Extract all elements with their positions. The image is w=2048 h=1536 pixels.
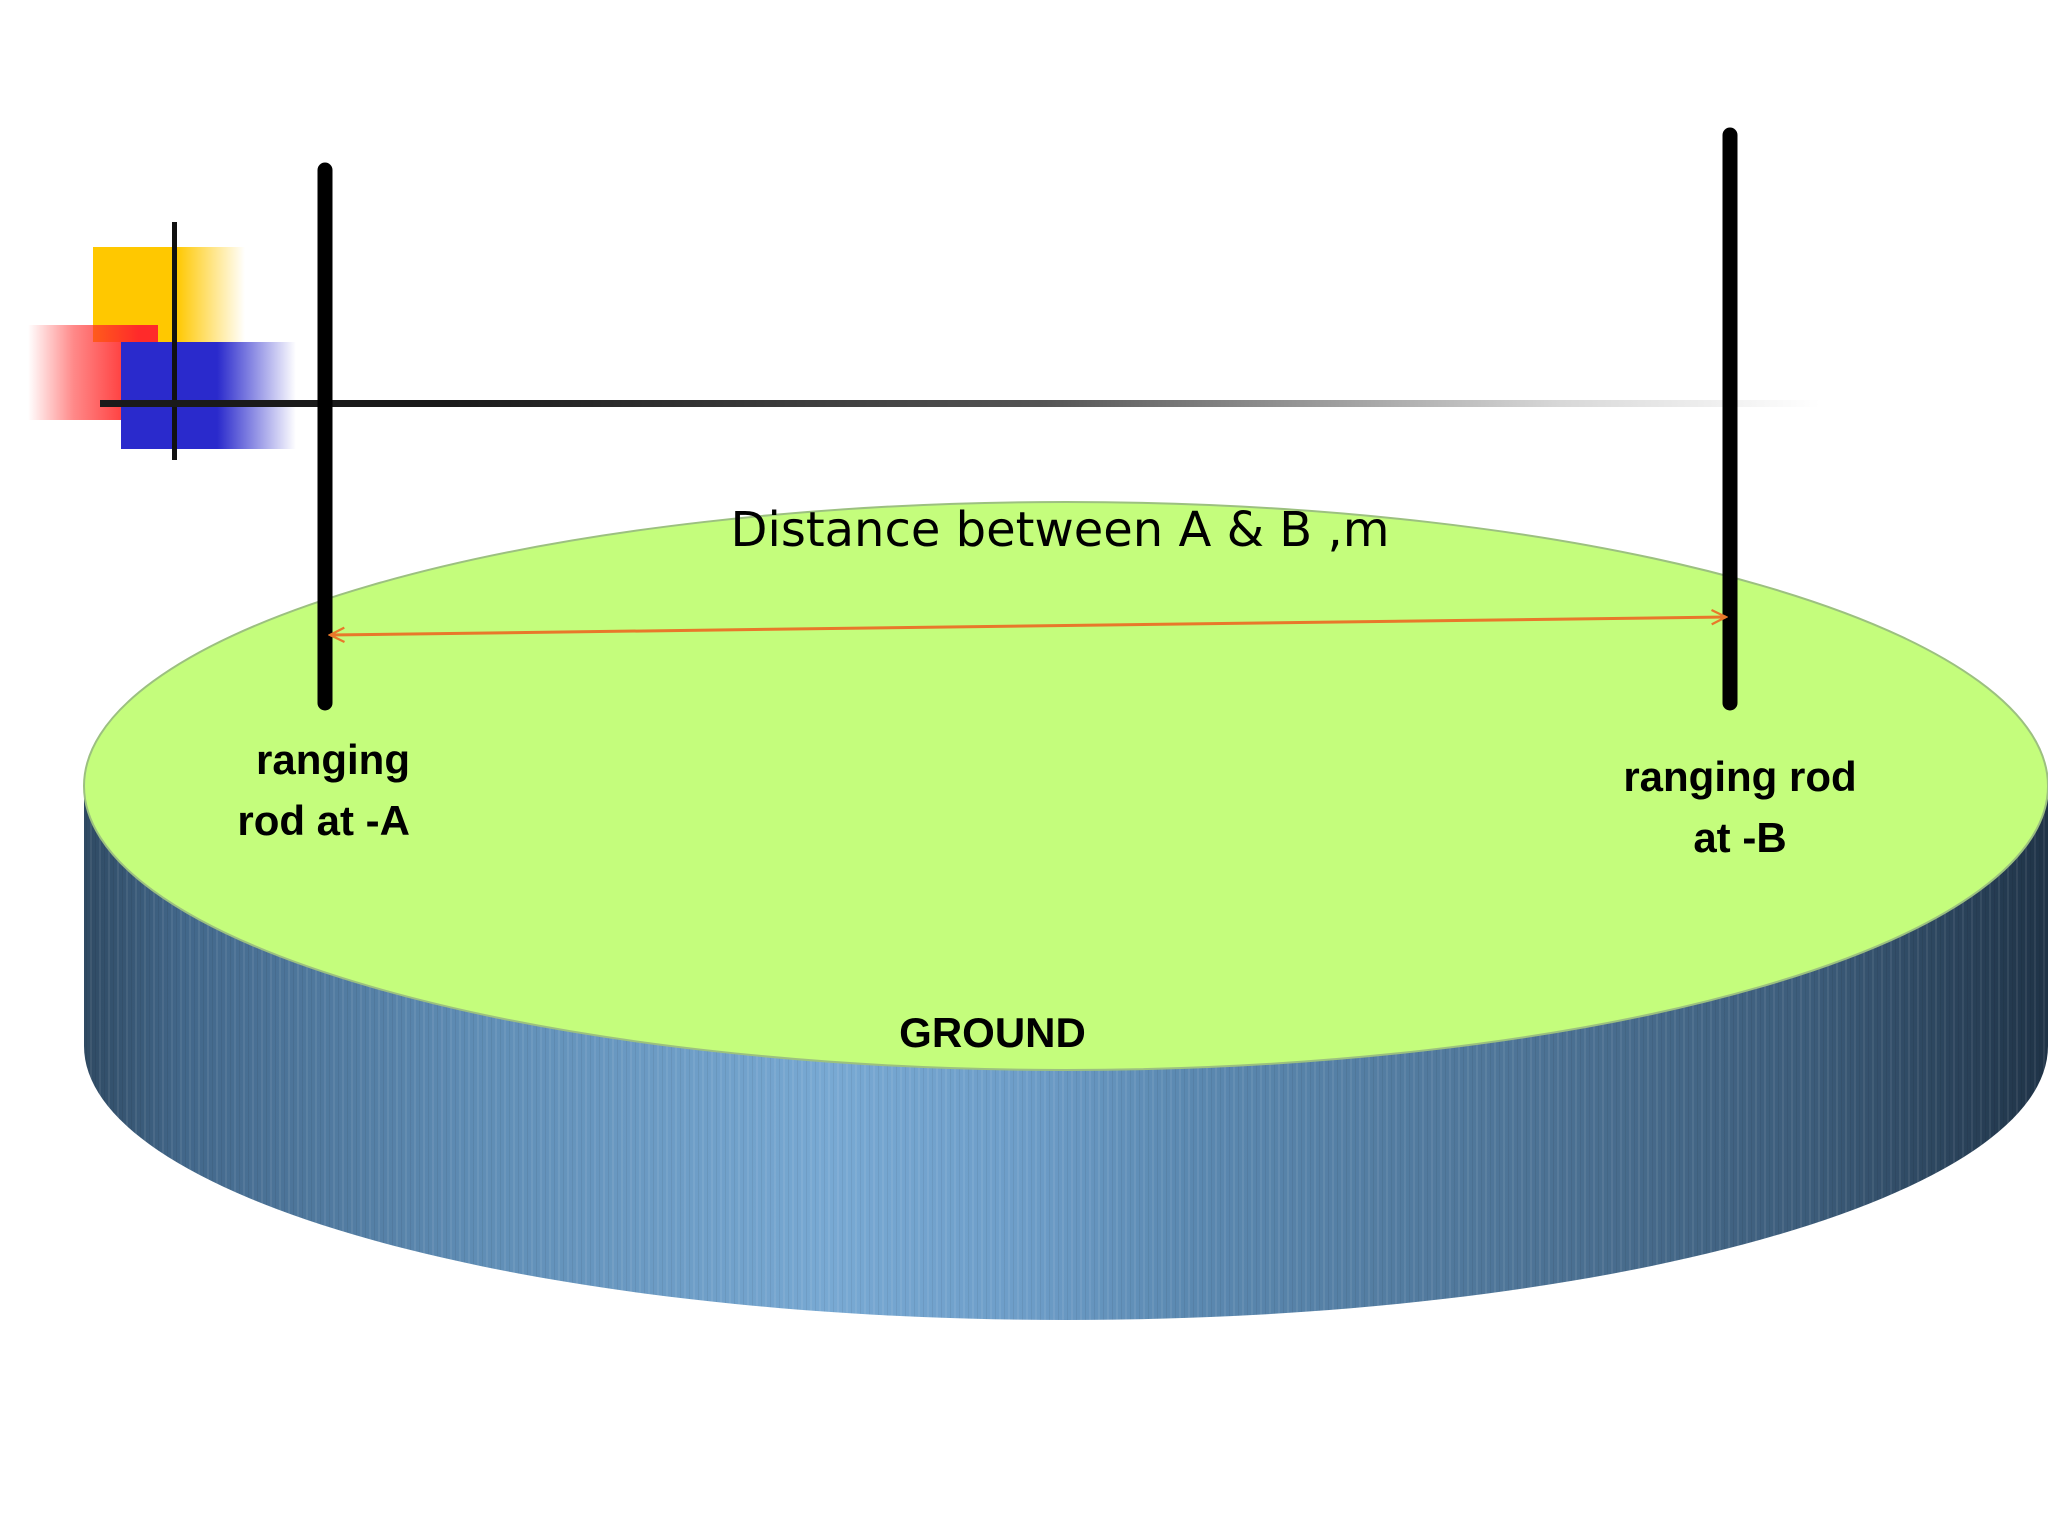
- decorative-vertical-line: [172, 222, 177, 460]
- rod-b-label-line2: at -B: [1693, 814, 1787, 861]
- distance-arrow: [330, 617, 1726, 635]
- distance-label: Distance between A & B ,m: [730, 502, 1390, 558]
- decorative-horizontal-line: [100, 400, 1820, 407]
- decorative-blue-square: [121, 342, 296, 449]
- ground-side-texture: [84, 786, 2048, 1320]
- rod-a-label-line2: rod at -A: [237, 797, 410, 844]
- rod-a-label-line1: ranging: [256, 736, 410, 783]
- ground-top: [83, 501, 2048, 1071]
- rod-b-label-line1: ranging rod: [1623, 753, 1857, 800]
- rod-a-label: ranging rod at -A: [160, 729, 410, 851]
- ground-label: GROUND: [899, 1009, 1086, 1056]
- rod-b-label: ranging rod at -B: [1580, 746, 1900, 868]
